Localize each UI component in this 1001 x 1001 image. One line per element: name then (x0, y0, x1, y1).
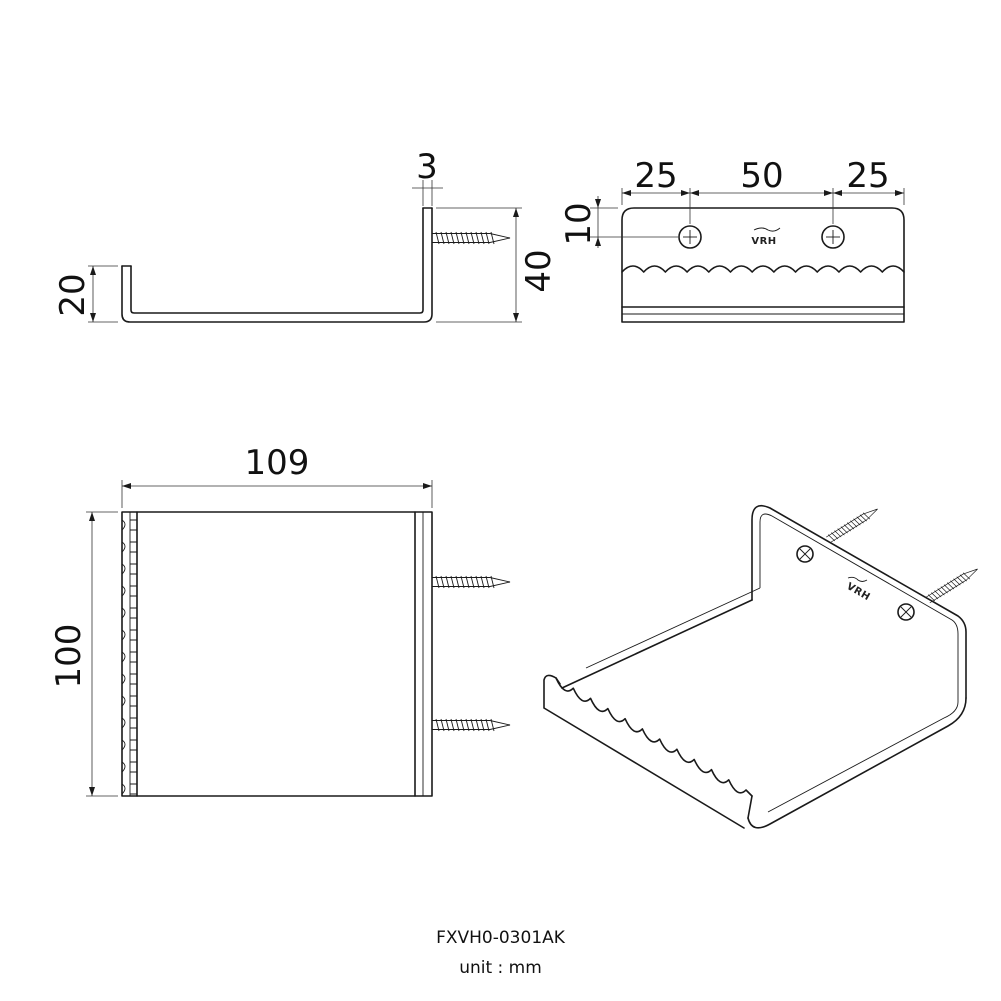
front-logo-label: VRH (751, 236, 776, 247)
iso-back-plate (751, 504, 967, 699)
iso-logo-swoosh (847, 576, 868, 582)
front-lip-wave (621, 265, 905, 273)
dim-edge-right-label: 25 (846, 156, 889, 196)
logo-swoosh (753, 227, 781, 232)
front-screw-right (821, 225, 845, 249)
iso-screw-shaft-lower (925, 565, 980, 604)
dim-depth-label: 100 (49, 624, 89, 689)
iso-screw-left (796, 545, 814, 563)
top-screw-upper (431, 575, 511, 589)
unit-label: unit : mm (459, 958, 542, 978)
dim-thickness-label: 3 (416, 147, 438, 187)
part-number: FXVH0-0301AK (436, 928, 565, 948)
side-profile-inner (130, 207, 424, 314)
top-view: 109 100 (49, 443, 511, 797)
side-screw (431, 231, 511, 245)
side-view: 3 40 20 (53, 147, 559, 323)
isometric-view: VRH (543, 504, 980, 829)
lip-wave-edges (121, 519, 137, 795)
iso-screw-shaft-upper (825, 505, 880, 544)
iso-floor-outer (561, 599, 967, 829)
dim-back-height-label: 40 (519, 249, 559, 292)
front-screw-left (678, 225, 702, 249)
side-profile-outer (121, 207, 433, 323)
dim-lip-height-label: 20 (53, 273, 93, 316)
dim-screw-spacing-label: 50 (740, 156, 783, 196)
iso-front-lip (543, 674, 753, 829)
front-back-plate (621, 207, 905, 323)
iso-lip-wave (555, 677, 753, 797)
top-screw-lower (431, 718, 511, 732)
front-view: VRH 25 50 25 10 (559, 156, 905, 323)
dim-edge-left-label: 25 (634, 156, 677, 196)
iso-screw-right (897, 603, 915, 621)
dim-screw-height-label: 10 (559, 202, 599, 245)
dim-width-label: 109 (245, 443, 310, 483)
top-view-outline (121, 511, 433, 797)
iso-logo-label: VRH (845, 581, 872, 603)
